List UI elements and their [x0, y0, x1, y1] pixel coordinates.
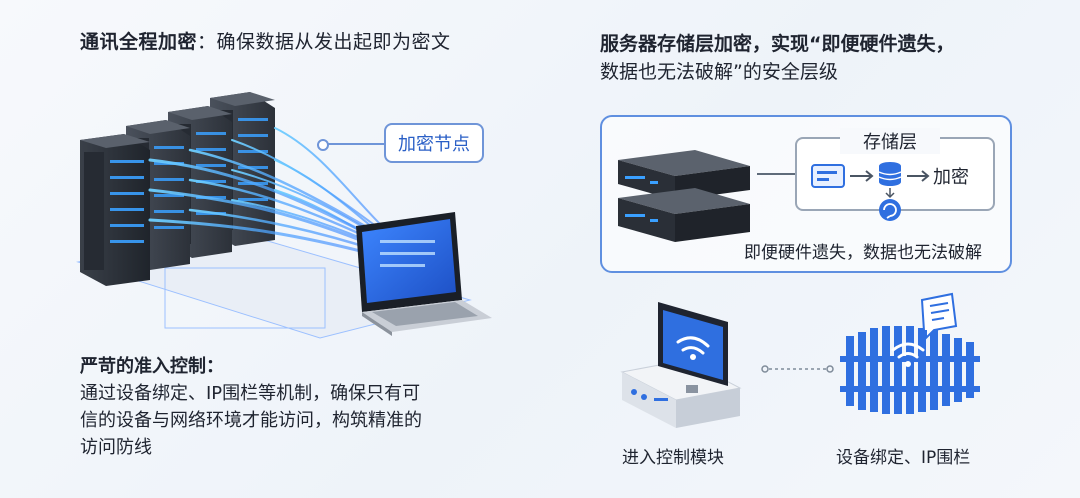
binding-caption: 设备绑定、IP围栏: [836, 448, 971, 468]
storage-server-icon: [618, 150, 750, 242]
access-body-line3: 访问防线: [80, 437, 152, 458]
encrypt-node-dot: [317, 139, 329, 151]
arrow-down-icon: [885, 188, 895, 199]
message-bubble-icon: [920, 292, 958, 341]
ip-fence-icon: [840, 326, 980, 414]
data-card-icon: [811, 164, 845, 188]
arrow-right-icon-2: [907, 170, 930, 182]
server-rack-1: [80, 134, 150, 286]
transport-title: 通讯全程加密：确保数据从发出起即为密文: [80, 27, 451, 54]
encrypt-node-connector: [327, 143, 384, 145]
lock-badge-icon: [879, 199, 901, 221]
access-module-caption: 进入控制模块: [622, 448, 724, 468]
storage-title-line2: 数据也无法破解”的安全层级: [600, 61, 838, 83]
access-terminal-icon: [620, 302, 742, 428]
storage-caption: 即便硬件遗失，数据也无法破解: [744, 243, 982, 263]
encrypt-label: 加密: [933, 167, 969, 188]
transport-title-bold: 通讯全程加密: [80, 31, 198, 53]
access-title: 严苛的准入控制：: [80, 356, 224, 377]
database-icon: [878, 162, 902, 186]
storage-layer-title: 存储层: [840, 128, 940, 154]
transport-title-rest: ：确保数据从发出起即为密文: [197, 31, 451, 53]
access-body-line2: 信的设备与网络环境才能访问，构筑精准的: [80, 410, 422, 431]
access-connector: [761, 365, 834, 373]
encrypt-node-label: 加密节点: [384, 123, 484, 163]
laptop-icon: [356, 212, 492, 336]
wifi-icon: [891, 342, 925, 359]
access-body: 通过设备绑定、IP围栏等机制，确保只有可 信的设备与网络环境才能访问，构筑精准的…: [80, 380, 490, 461]
access-body-line1: 通过设备绑定、IP围栏等机制，确保只有可: [80, 383, 421, 404]
storage-title: 服务器存储层加密，实现“即便硬件遗失， 数据也无法破解”的安全层级: [600, 30, 1030, 86]
storage-title-line1: 服务器存储层加密，实现“即便硬件遗失，: [600, 33, 955, 55]
arrow-right-icon: [850, 170, 874, 182]
